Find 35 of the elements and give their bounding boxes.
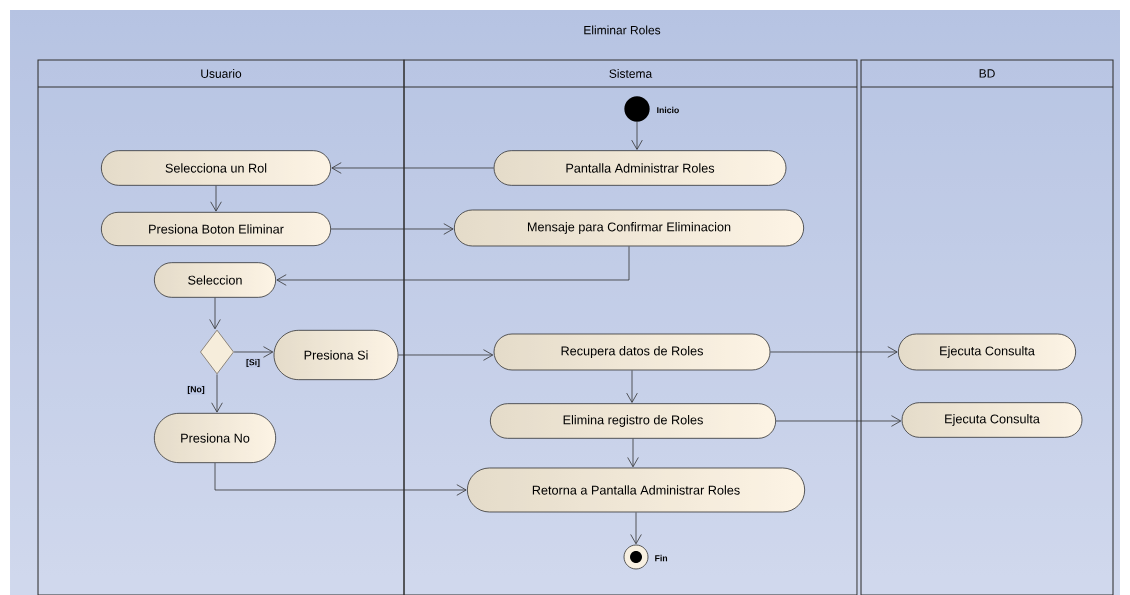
action-box: Retorna a Pantalla Administrar Roles [466,467,806,513]
arrow [211,374,223,413]
action-box: Selecciona un Rol [100,150,332,186]
arrow [626,370,638,403]
arrow [775,415,902,427]
diagram-title: Eliminar Roles [584,25,661,35]
node-caption: Fin [655,554,668,562]
action-box: Recupera datos de Roles [493,333,771,371]
arrow [276,246,630,286]
arrow [398,349,494,361]
node-caption: Inicio [657,106,679,114]
start-dot [624,96,650,122]
arrow [233,346,274,358]
action-box: Presiona Si [273,329,399,381]
edge-label: [Si] [245,358,261,368]
action-box: Ejecuta Consulta [901,402,1083,438]
end-bullseye [623,544,649,570]
arrow [627,438,639,468]
decision-diamond [200,329,234,375]
arrow [209,297,221,330]
action-box: Presiona Boton Eliminar [100,211,332,247]
action-box: Ejecuta Consulta [897,333,1077,371]
arrow [331,162,494,174]
action-box: Pantalla Administrar Roles [493,150,787,186]
arrow [330,223,454,235]
action-box: Presiona No [153,412,277,464]
arrow [214,462,467,496]
arrow [630,512,642,545]
action-box: Mensaje para Confirmar Eliminacion [453,209,805,247]
action-box: Seleccion [153,262,277,298]
action-box: Elimina registro de Roles [489,403,777,439]
arrow [770,346,898,358]
edge-label: [No] [186,385,206,395]
arrow [631,121,643,150]
arrow [210,185,222,212]
